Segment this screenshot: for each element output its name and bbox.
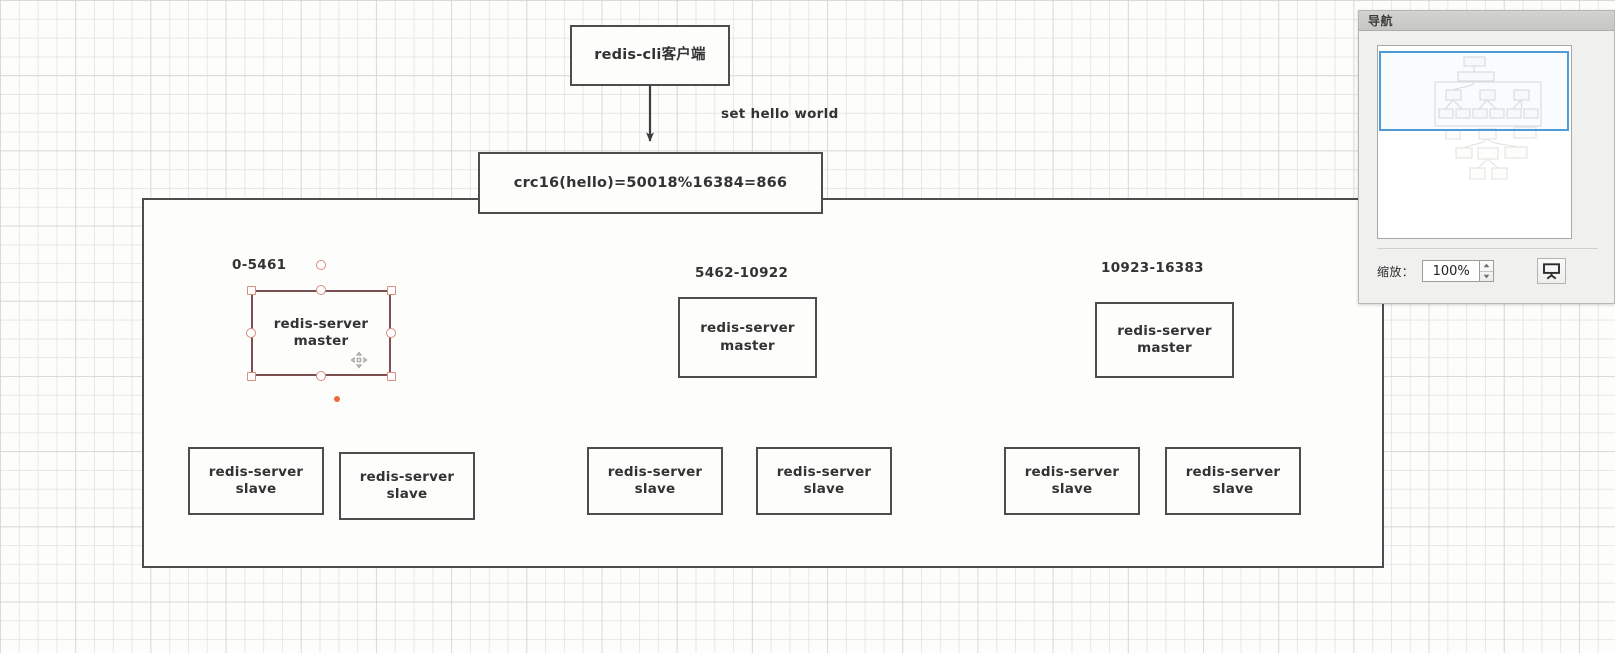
slot-range-label-cluster-2: 5462-10922	[695, 265, 789, 281]
connection-handle-right[interactable]	[386, 328, 396, 338]
navigation-separator	[1377, 248, 1598, 249]
edge-waypoint-dot[interactable]	[334, 396, 340, 402]
zoom-increment-button[interactable]	[1480, 261, 1494, 272]
navigation-viewport-rect[interactable]	[1379, 51, 1569, 131]
node-master-cluster-2[interactable]: redis-server master	[678, 297, 817, 378]
navigation-panel-titlebar[interactable]: 导航	[1359, 11, 1614, 31]
resize-handle-top-left[interactable]	[246, 285, 256, 295]
presentation-screen-icon	[1543, 262, 1561, 279]
connection-handle-top[interactable]	[316, 285, 326, 295]
caret-down-icon	[1483, 274, 1490, 279]
node-slave-cluster-1-b[interactable]: redis-server slave	[339, 452, 475, 520]
fit-to-screen-button[interactable]	[1537, 258, 1567, 284]
node-slave-cluster-3-a[interactable]: redis-server slave	[1004, 447, 1140, 515]
resize-handle-bottom-left[interactable]	[246, 371, 256, 381]
navigation-footer: 缩放： 100%	[1359, 249, 1614, 284]
slot-range-label-cluster-3: 10923-16383	[1101, 260, 1204, 276]
thumbnail-diagram-preview	[1434, 56, 1542, 180]
node-master-cluster-1[interactable]: redis-server master	[251, 290, 391, 376]
connection-handle-left[interactable]	[246, 328, 256, 338]
connection-handle-top-outer[interactable]	[316, 260, 326, 270]
node-slave-cluster-1-a[interactable]: redis-server slave	[188, 447, 324, 515]
navigation-thumbnail[interactable]	[1377, 45, 1572, 239]
connection-handle-bottom[interactable]	[316, 371, 326, 381]
zoom-value-input[interactable]: 100%	[1422, 260, 1480, 282]
zoom-stepper[interactable]	[1479, 260, 1495, 282]
node-redis-cli-client[interactable]: redis-cli客户端	[570, 25, 730, 86]
zoom-decrement-button[interactable]	[1480, 272, 1493, 282]
zoom-label: 缩放：	[1377, 264, 1415, 279]
zoom-value-text: 100%	[1432, 263, 1470, 279]
node-master-cluster-3[interactable]: redis-server master	[1095, 302, 1234, 378]
node-crc16-hash-calc[interactable]: crc16(hello)=50018%16384=866	[478, 152, 823, 214]
caret-up-icon	[1483, 263, 1490, 268]
slot-range-label-cluster-1: 0-5461	[232, 257, 287, 273]
node-slave-cluster-3-b[interactable]: redis-server slave	[1165, 447, 1301, 515]
node-slave-cluster-2-a[interactable]: redis-server slave	[587, 447, 723, 515]
navigation-panel-body	[1359, 31, 1614, 239]
resize-handle-bottom-right[interactable]	[386, 371, 396, 381]
move-cursor-icon[interactable]	[349, 350, 369, 370]
navigation-panel[interactable]: 导航	[1358, 10, 1615, 304]
edge-label-set-hello-world: set hello world	[721, 106, 839, 122]
navigation-panel-title: 导航	[1368, 14, 1394, 28]
node-slave-cluster-2-b[interactable]: redis-server slave	[756, 447, 892, 515]
resize-handle-top-right[interactable]	[386, 285, 396, 295]
